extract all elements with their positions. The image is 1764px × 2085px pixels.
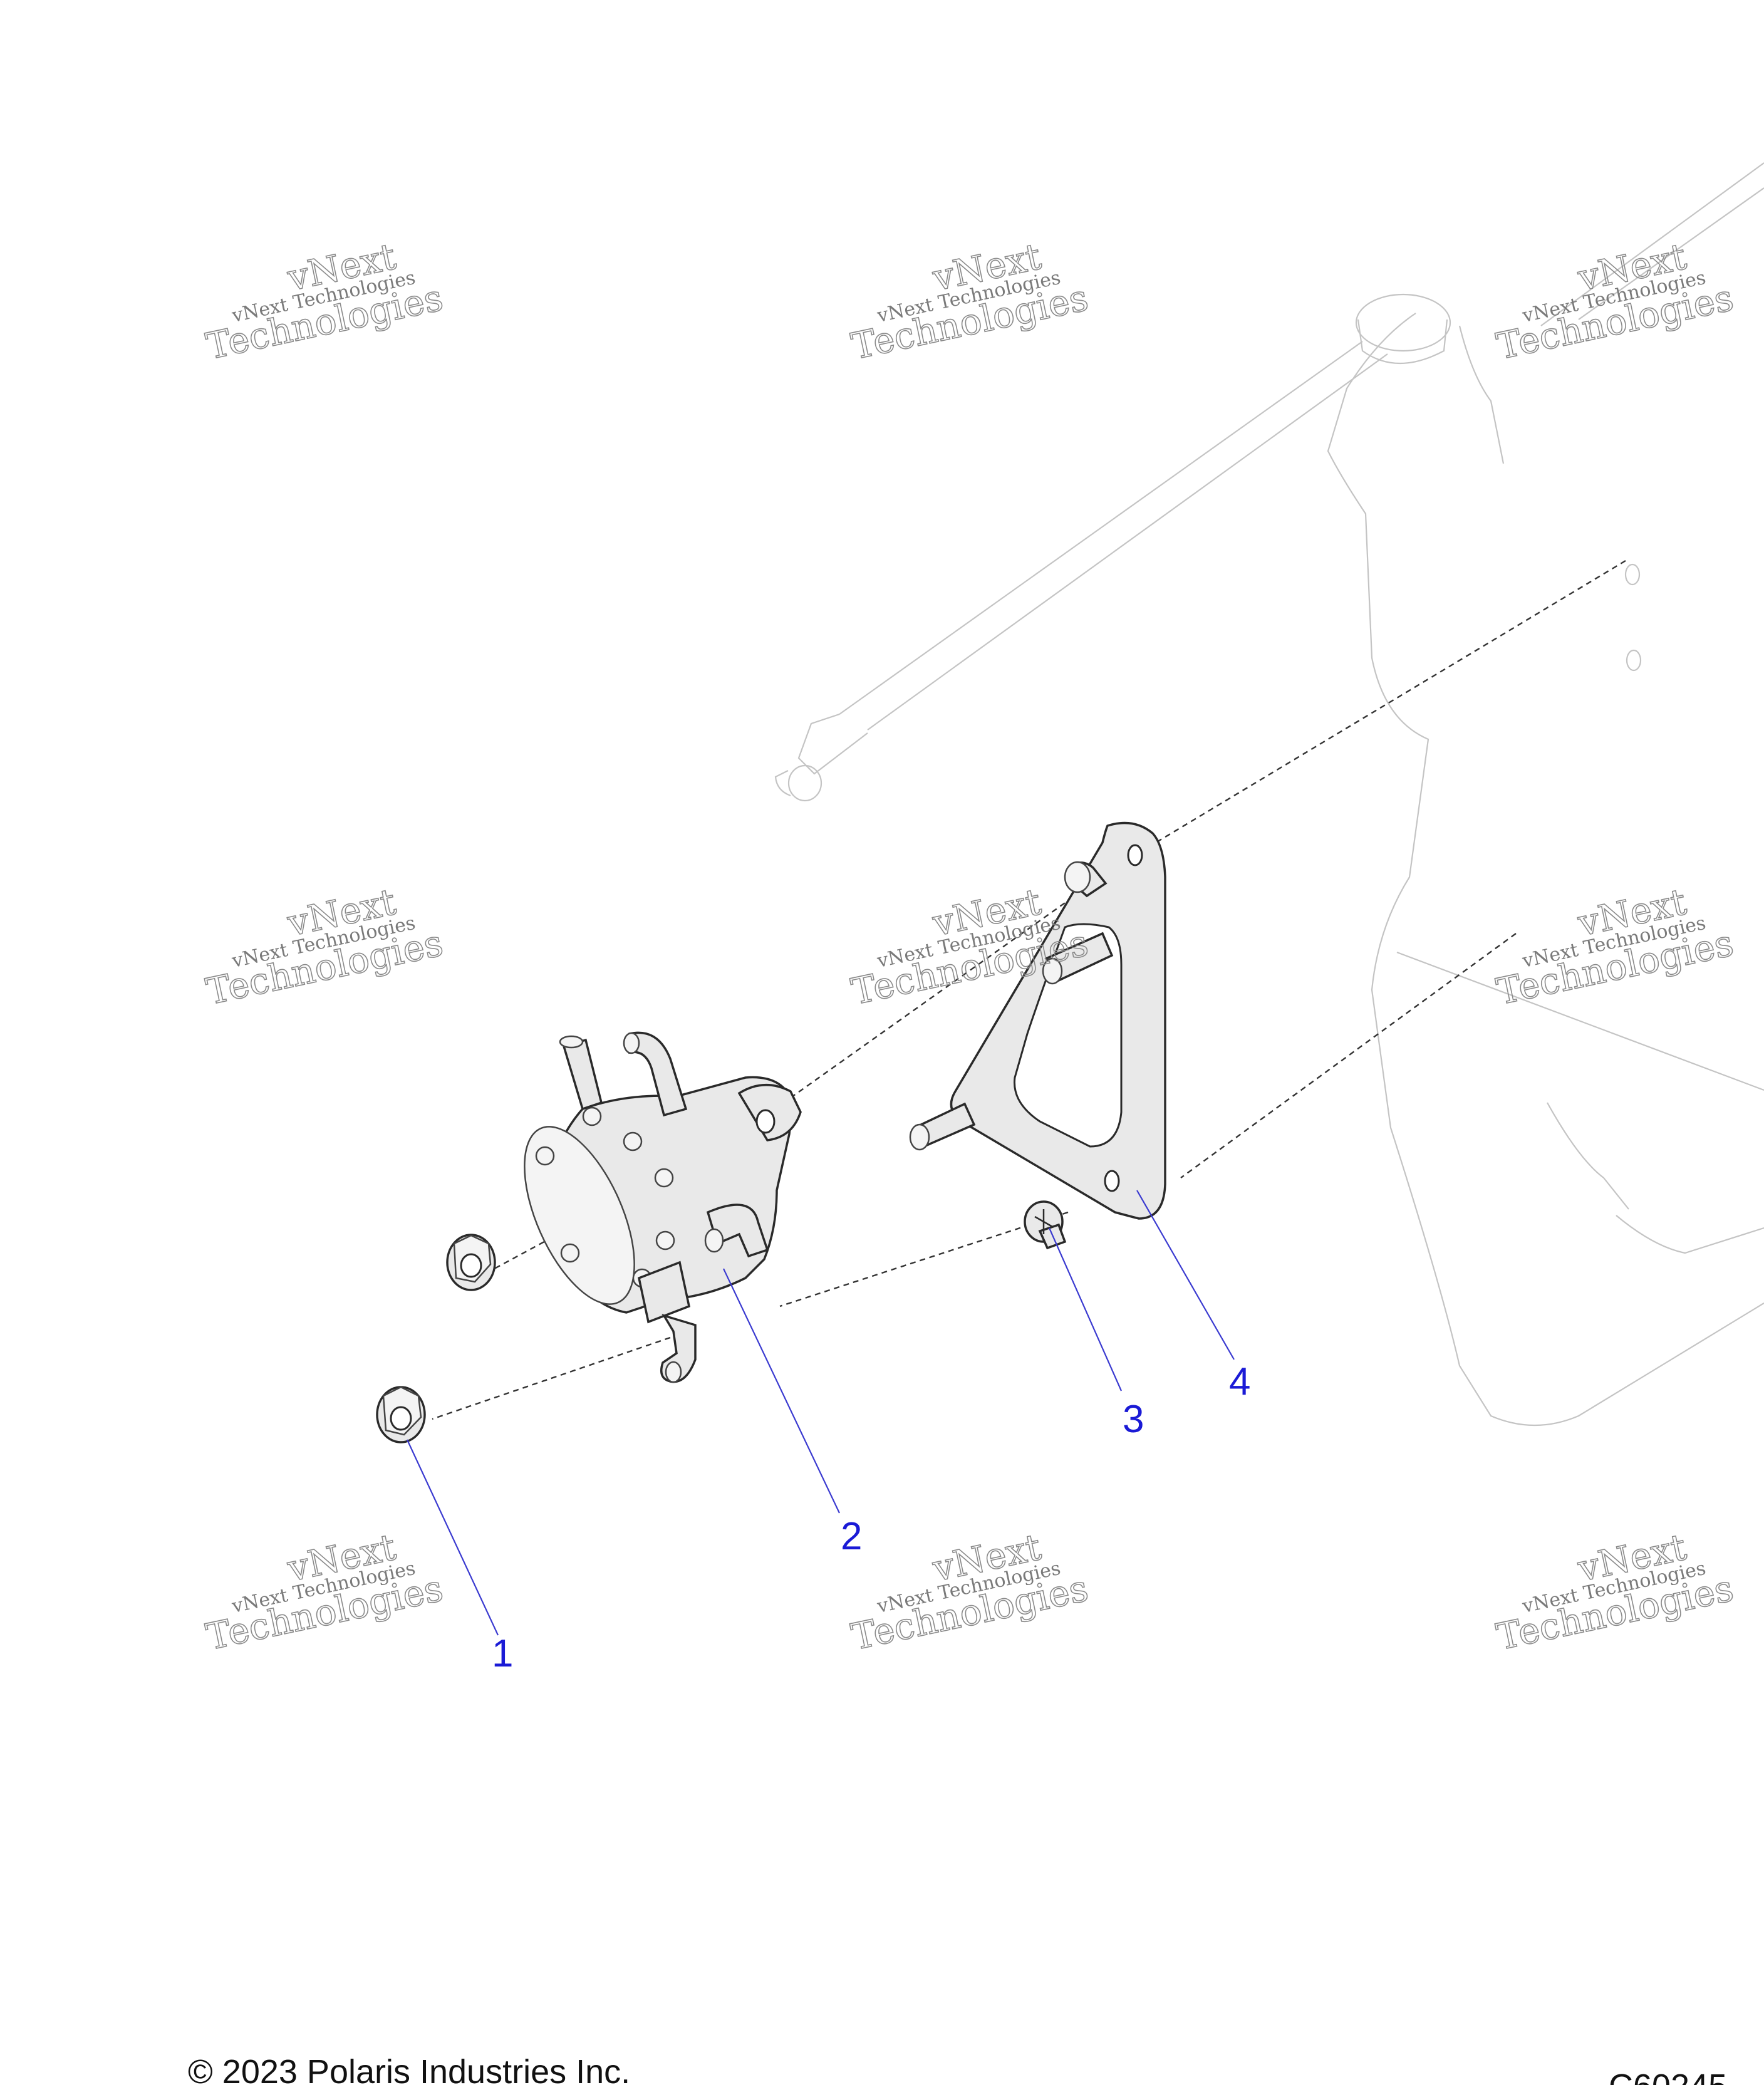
drawing-id: C60245 (1609, 2067, 1727, 2085)
flange-nut-lower (376, 1386, 426, 1443)
screw (1024, 1200, 1067, 1250)
fuel-hose-assembly (774, 293, 1451, 802)
callout-3: 3 (1123, 1398, 1144, 1441)
copyright-text: © 2023 Polaris Industries Inc. (188, 2053, 630, 2085)
flange-nut-upper (446, 1234, 496, 1291)
fuel-pump (524, 1031, 802, 1383)
callout-1: 1 (492, 1632, 513, 1675)
watermark-6: vNext Technologies vNext Technologies (1493, 880, 1738, 1014)
watermark-4: vNext Technologies vNext Technologies (202, 880, 447, 1014)
watermark-8: vNext Technologies vNext Technologies (848, 1525, 1092, 1659)
mounting-bracket (909, 821, 1166, 1220)
watermark-3: vNext Technologies vNext Technologies (1493, 234, 1738, 368)
watermark-2: vNext Technologies vNext Technologies (848, 234, 1092, 368)
leader-lines (407, 1190, 1235, 1636)
watermark-7: vNext Technologies vNext Technologies (202, 1525, 447, 1659)
callout-4: 4 (1229, 1360, 1250, 1403)
watermark-9: vNext Technologies vNext Technologies (1493, 1525, 1738, 1659)
watermark-1: vNext Technologies vNext Technologies (202, 234, 447, 368)
callout-2: 2 (841, 1515, 862, 1558)
